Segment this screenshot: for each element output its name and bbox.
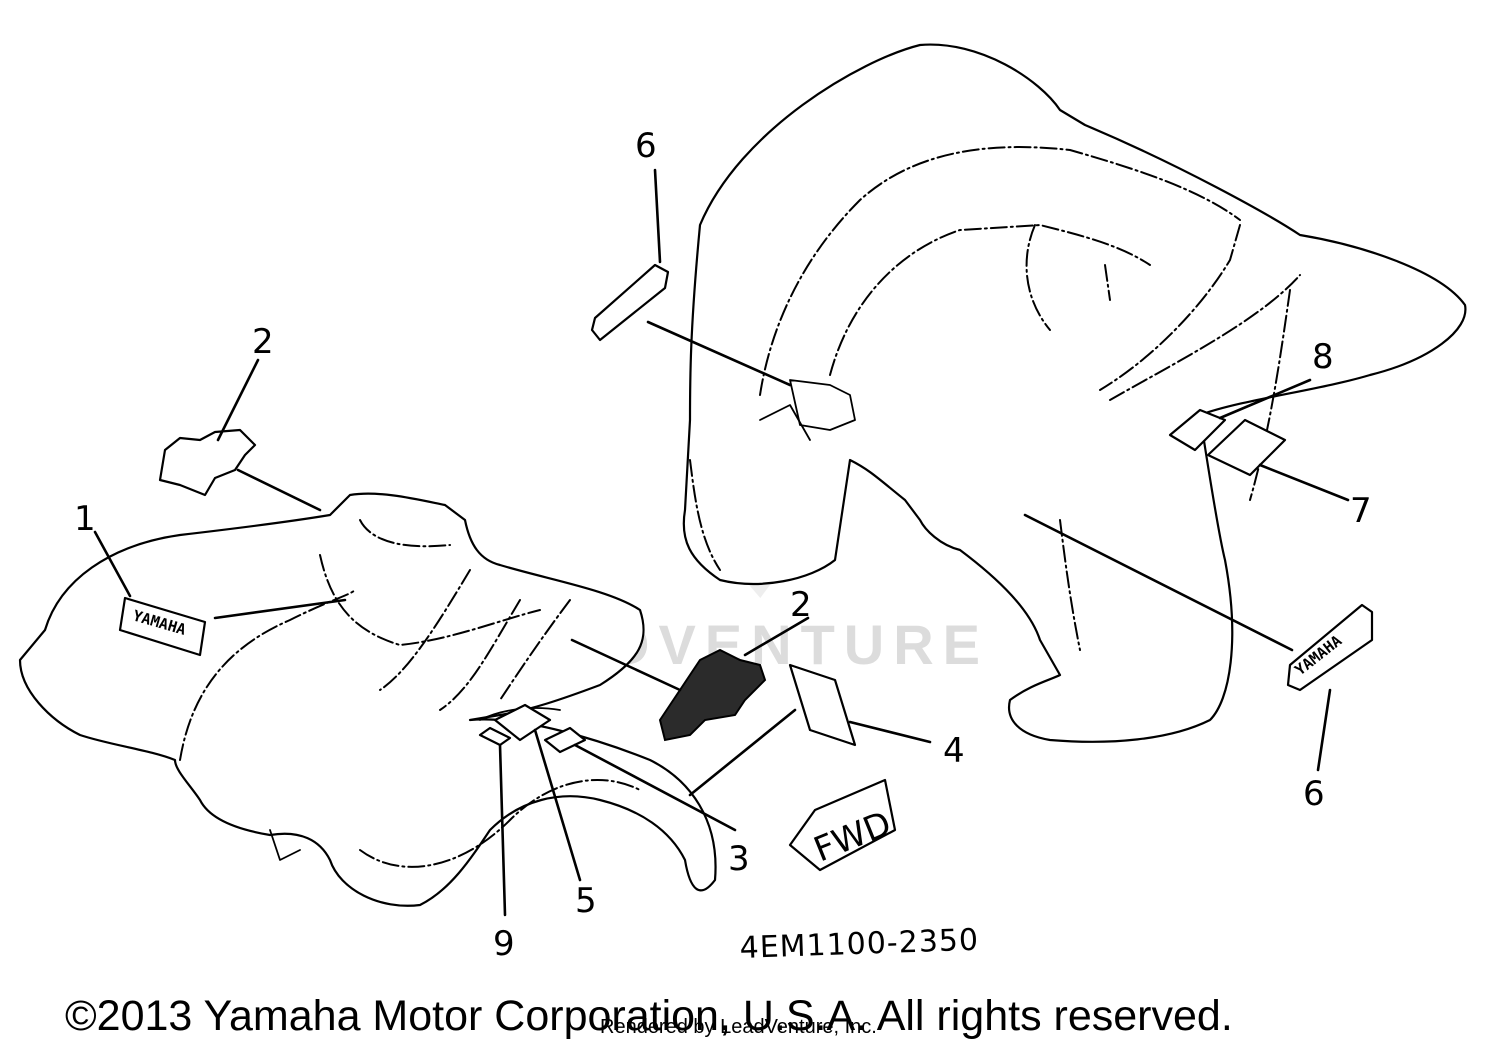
callout-9: 9: [493, 924, 515, 964]
callout-5: 5: [575, 881, 597, 921]
decal-2-middle: [658, 648, 767, 742]
decal-7: [1206, 418, 1287, 477]
decal-6-top: [590, 263, 670, 342]
callout-2-top: 2: [252, 322, 274, 362]
decal-9: [478, 726, 512, 747]
callout-1: 1: [74, 499, 96, 539]
callout-6-bottom: 6: [1303, 774, 1325, 814]
part-number: 4EM1100-2350: [739, 923, 980, 966]
callout-3: 3: [728, 839, 750, 879]
copyright-text: ©2013 Yamaha Motor Corporation, U.S.A. A…: [65, 992, 1233, 1040]
callout-4: 4: [943, 731, 965, 771]
callout-6-top: 6: [635, 126, 657, 166]
rendered-by-text: Rendered by LeadVenture, Inc.: [600, 1016, 877, 1038]
decal-8: [1168, 408, 1227, 452]
leader-lines: [93, 168, 1350, 917]
front-fender: [18, 492, 717, 907]
fwd-label: FWD: [788, 778, 897, 872]
decal-3: [543, 726, 587, 754]
callout-8: 8: [1312, 337, 1334, 377]
decal-2-top: [158, 428, 257, 497]
callout-7: 7: [1350, 491, 1372, 531]
callout-2-middle: 2: [790, 585, 812, 625]
decal-5: [493, 703, 552, 742]
decal-6-emblem: YAMAHA: [1286, 603, 1374, 692]
decal-4: [788, 663, 857, 747]
